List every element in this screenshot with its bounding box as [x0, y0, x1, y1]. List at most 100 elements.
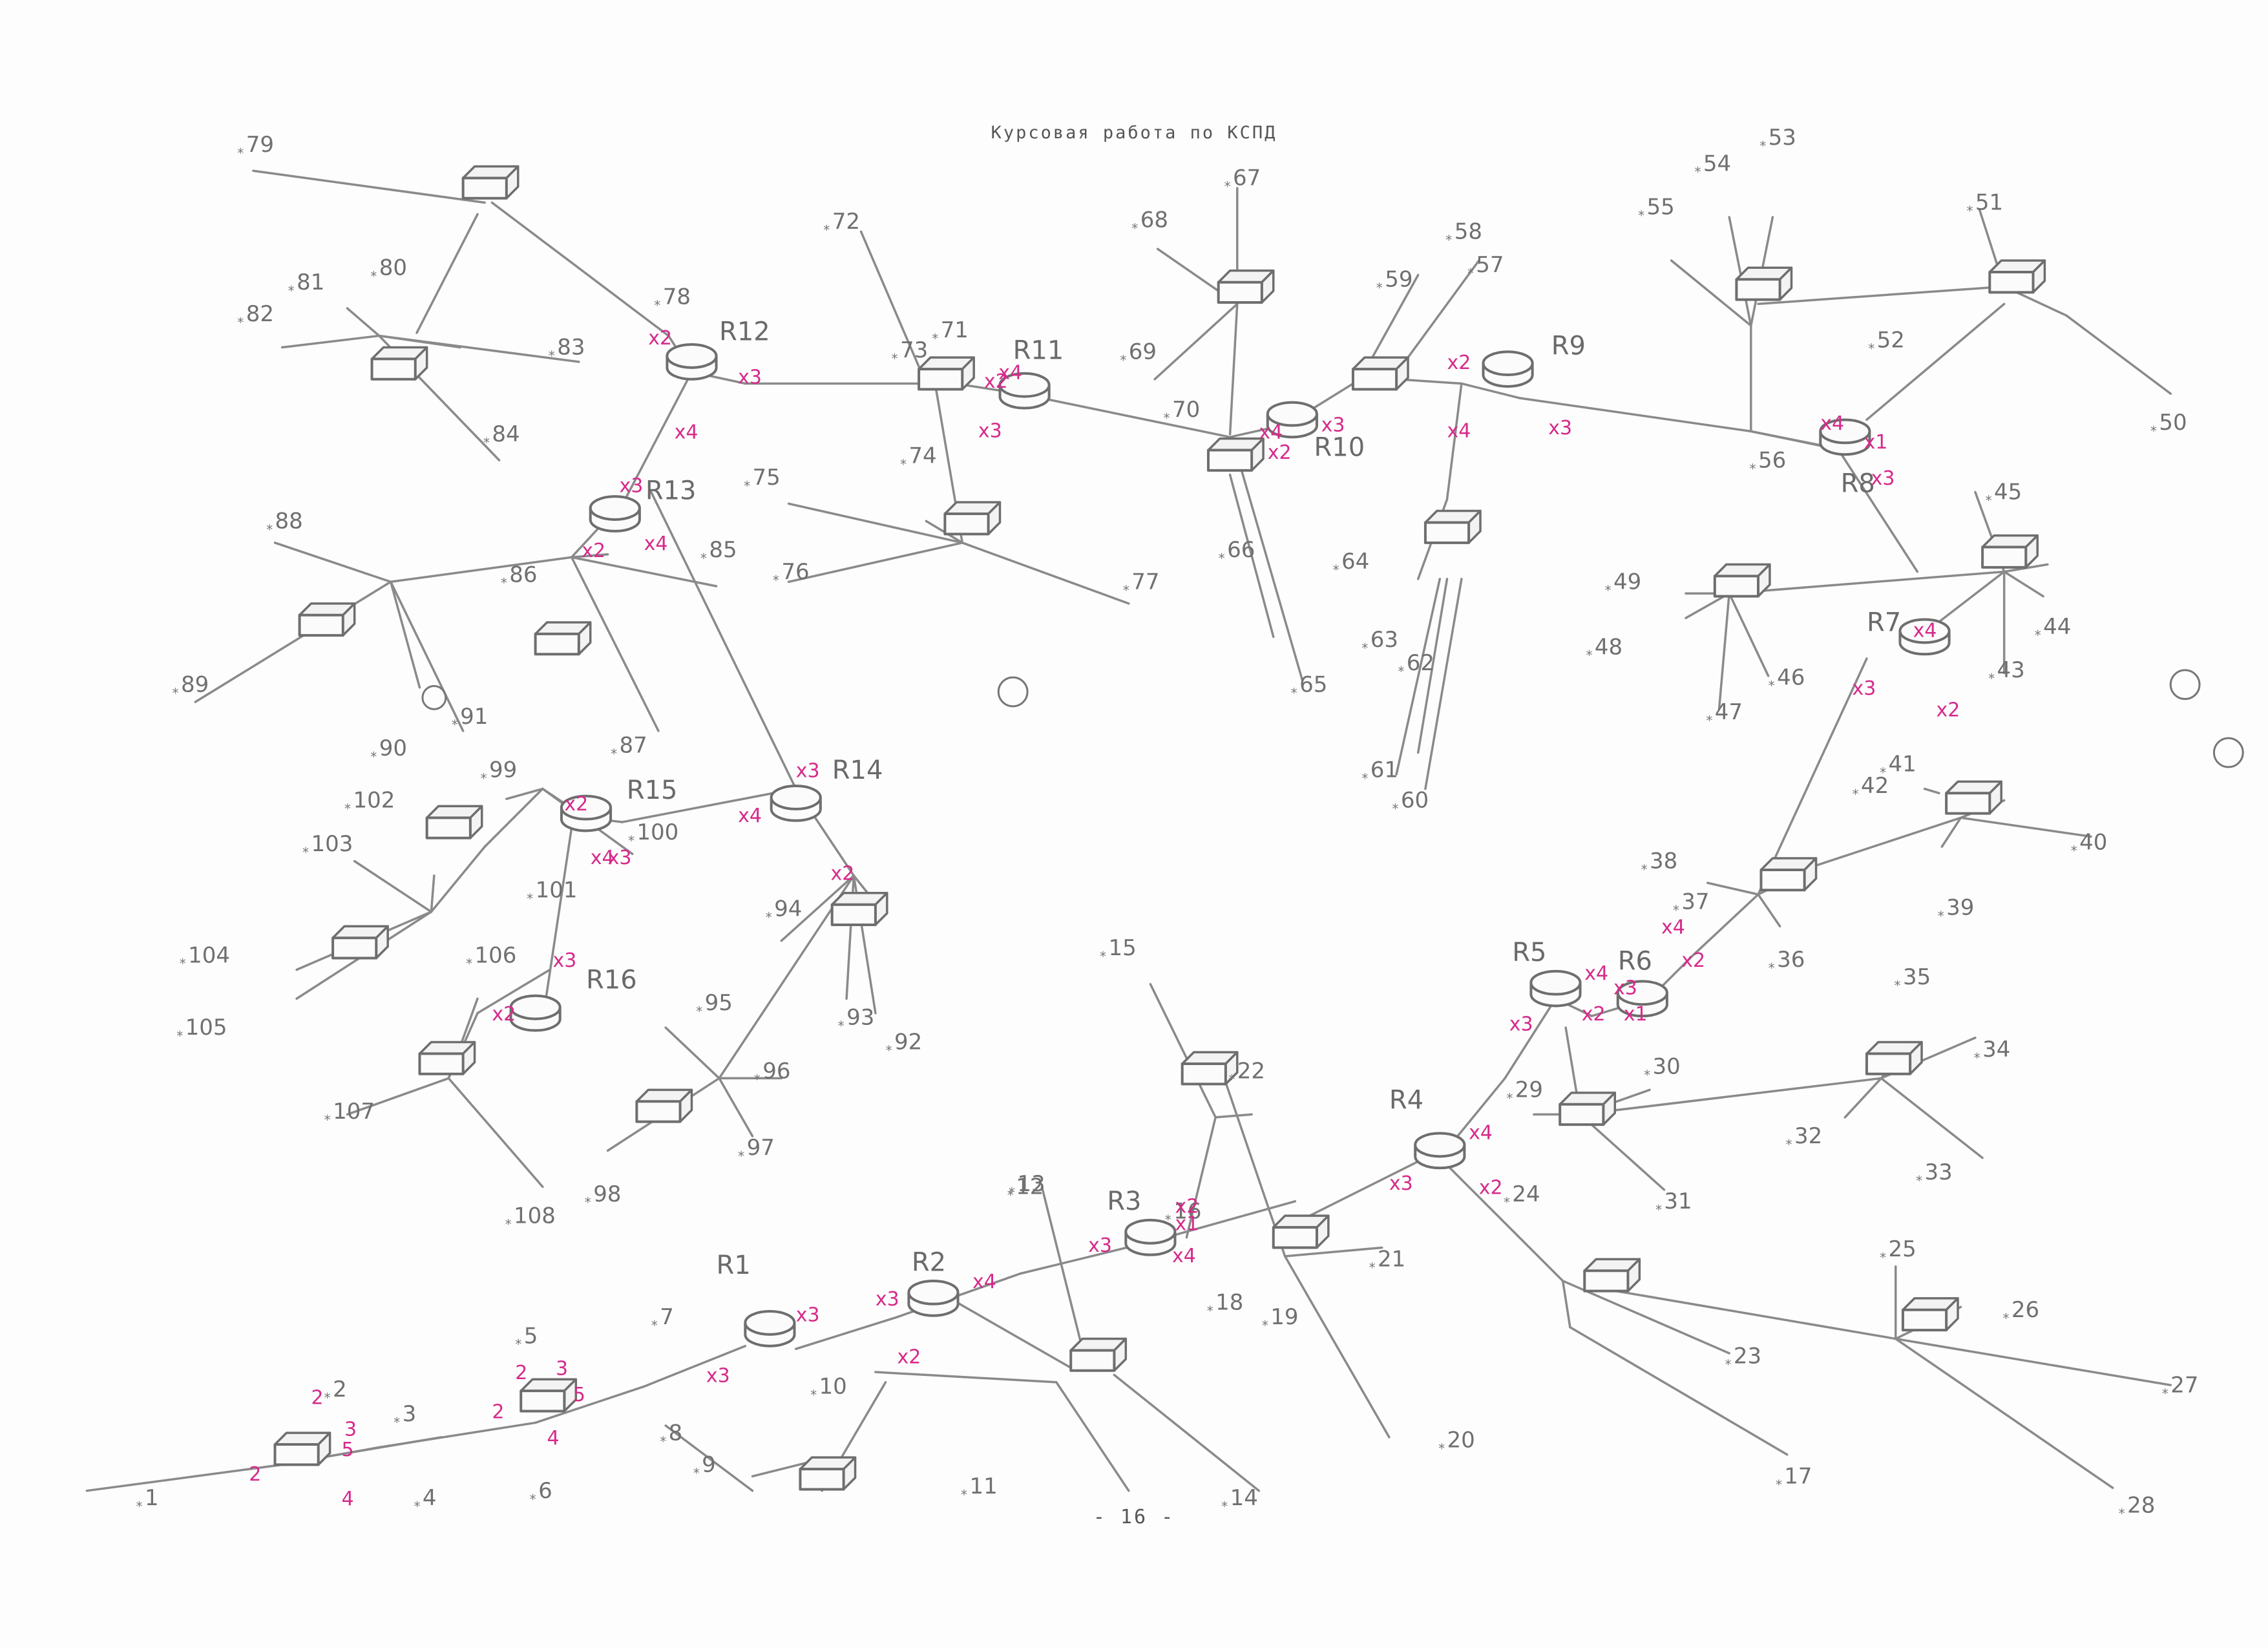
host-label-59: 59: [1385, 266, 1412, 292]
router-R16: [509, 994, 562, 1032]
host-label-47: 47: [1715, 699, 1743, 725]
wire-98: [1228, 473, 1275, 639]
host-marker: *: [1880, 765, 1886, 781]
host-label-42: 42: [1861, 773, 1889, 799]
switch-13: [1713, 563, 1771, 598]
host-label-20: 20: [1447, 1428, 1475, 1453]
host-marker: *: [466, 956, 472, 971]
port-label: x3: [1509, 1013, 1533, 1036]
host-marker: *: [324, 1390, 331, 1406]
host-marker: *: [452, 717, 458, 733]
switch-16: [1988, 259, 2046, 294]
wire-76: [1757, 285, 2006, 306]
host-marker: *: [266, 522, 273, 537]
router-R5: [1529, 969, 1582, 1008]
host-marker: *: [1706, 713, 1712, 728]
host-label-12: 12: [1016, 1174, 1044, 1200]
port-label: 5: [342, 1439, 354, 1461]
host-marker: *: [324, 1112, 331, 1128]
host-label-80: 80: [379, 255, 407, 281]
router-R15: [560, 794, 613, 832]
host-marker: *: [1009, 1185, 1015, 1200]
wire-160: [541, 827, 573, 1022]
host-marker: *: [1776, 1477, 1782, 1492]
port-label: x3: [796, 760, 820, 783]
pencil-circle-mark: [421, 685, 447, 710]
host-label-58: 58: [1454, 219, 1482, 245]
port-label: x3: [1613, 977, 1637, 1000]
port-label: x2: [897, 1346, 921, 1369]
host-marker: *: [1392, 801, 1398, 817]
device-layer: [273, 165, 2046, 1491]
host-label-10: 10: [819, 1374, 847, 1400]
host-marker: *: [1221, 1499, 1228, 1514]
wire-19: [1185, 1116, 1217, 1239]
wire-88: [1445, 382, 1463, 501]
host-label-19: 19: [1270, 1304, 1298, 1330]
host-label-62: 62: [1407, 650, 1434, 676]
wire-69: [1836, 447, 1919, 573]
wire-128: [273, 542, 392, 584]
host-marker: *: [1131, 221, 1138, 237]
host-marker: *: [1228, 1072, 1235, 1087]
host-label-39: 39: [1946, 894, 1974, 920]
host-marker: *: [700, 551, 707, 566]
router-R14: [770, 785, 822, 822]
router-R3: [1124, 1218, 1177, 1256]
wire-1: [85, 1463, 284, 1492]
host-marker: *: [1938, 908, 1944, 924]
router-label-R15: R15: [627, 776, 678, 805]
host-marker: *: [810, 1388, 817, 1403]
host-marker: *: [1120, 352, 1126, 368]
host-marker: *: [900, 457, 907, 472]
host-label-55: 55: [1647, 194, 1675, 220]
host-label-41: 41: [1889, 752, 1916, 777]
host-label-13: 13: [1017, 1171, 1045, 1197]
wire-16: [664, 1424, 754, 1492]
wire-14: [1040, 1185, 1087, 1362]
port-label: x3: [796, 1304, 820, 1327]
host-marker: *: [414, 1499, 420, 1514]
host-marker: *: [1966, 204, 1973, 219]
host-marker: *: [1644, 1068, 1650, 1083]
host-marker: *: [176, 1028, 183, 1044]
wire-158: [447, 1077, 544, 1188]
port-label: x3: [706, 1365, 730, 1388]
port-label: 4: [342, 1488, 354, 1510]
router-label-R10: R10: [1314, 432, 1365, 462]
host-marker: *: [611, 746, 617, 761]
port-label: 5: [573, 1384, 585, 1406]
wire-115: [490, 201, 670, 337]
host-marker: *: [344, 801, 351, 817]
host-marker: *: [2119, 1506, 2125, 1521]
switch-24: [370, 346, 428, 381]
host-label-82: 82: [246, 301, 274, 327]
host-marker: *: [2162, 1386, 2168, 1401]
wire-132: [570, 556, 660, 732]
wire-4: [377, 1421, 537, 1449]
host-marker: *: [886, 1043, 892, 1059]
host-marker: *: [136, 1499, 143, 1514]
wire-127: [389, 556, 573, 584]
host-label-68: 68: [1140, 207, 1168, 233]
wire-23: [1283, 1255, 1391, 1439]
wire-6: [642, 1344, 747, 1388]
host-marker: *: [1868, 341, 1874, 356]
host-label-103: 103: [311, 831, 353, 857]
host-label-100: 100: [636, 819, 678, 845]
wire-10: [874, 1371, 1058, 1384]
port-label: x2: [648, 327, 672, 350]
switch-28: [635, 1088, 693, 1123]
host-marker: *: [1361, 771, 1368, 787]
host-label-15: 15: [1108, 935, 1136, 961]
host-marker: *: [1638, 207, 1644, 223]
host-marker: *: [823, 222, 830, 238]
host-label-1: 1: [145, 1485, 159, 1511]
router-label-R16: R16: [586, 966, 637, 995]
host-marker: *: [1769, 678, 1775, 693]
wire-42: [1814, 816, 1962, 867]
host-label-16: 16: [1173, 1199, 1201, 1225]
host-marker: *: [1586, 648, 1592, 663]
host-label-50: 50: [2159, 410, 2187, 436]
